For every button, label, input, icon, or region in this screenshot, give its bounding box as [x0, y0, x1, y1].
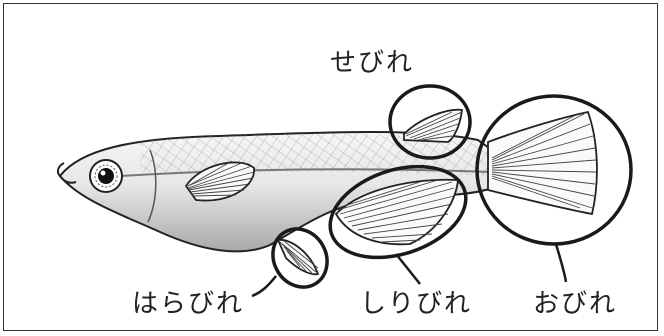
anal-leader-line: [396, 254, 420, 284]
dorsal-fin-label: せびれ: [330, 42, 414, 79]
eye: [90, 160, 122, 192]
caudal-leader-line: [556, 244, 566, 282]
caudal-fin-label: おびれ: [533, 283, 617, 320]
pelvic-leader-line: [252, 276, 276, 296]
dorsal-fin: [404, 110, 462, 142]
anal-fin-label: しりびれ: [360, 283, 472, 320]
pelvic-fin-label: はらびれ: [132, 283, 244, 320]
caudal-fin: [488, 112, 597, 214]
pelvic-fin: [278, 240, 318, 274]
